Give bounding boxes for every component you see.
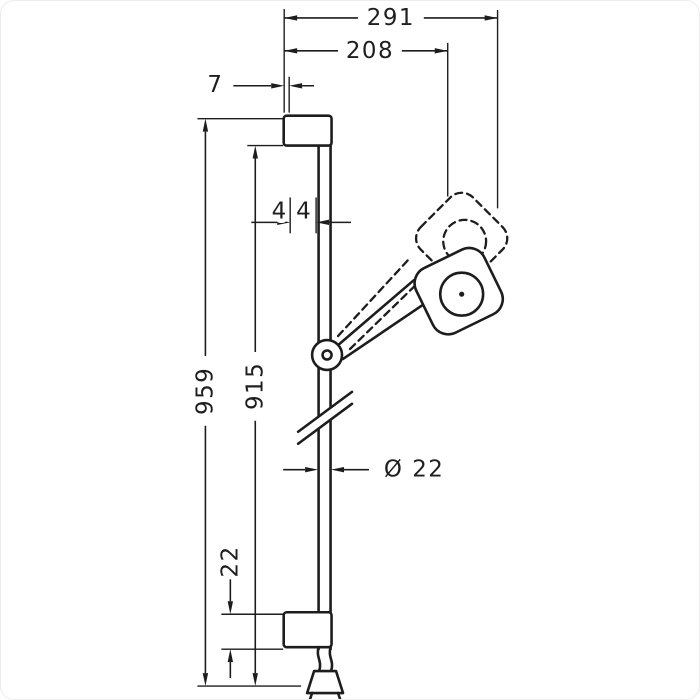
dim-22-label: 22 bbox=[217, 545, 243, 577]
wall-bracket-top bbox=[282, 114, 333, 147]
dimension-rail-diameter: Ø 22 bbox=[283, 452, 447, 487]
dimension-head-reach: 208 bbox=[284, 33, 448, 68]
dim-diameter-label: Ø 22 bbox=[384, 457, 444, 483]
dimension-top-offset: 7 bbox=[203, 67, 315, 102]
dimension-rail-length: 959 bbox=[188, 118, 223, 687]
shower-hose bbox=[316, 645, 334, 673]
dim-7-label: 7 bbox=[207, 72, 223, 98]
rail-break-marks bbox=[296, 390, 354, 446]
dimension-bottom-offset: 22 bbox=[213, 541, 248, 679]
dim-44-label: 44 bbox=[272, 198, 321, 224]
slider-holder bbox=[310, 338, 344, 372]
dim-915-label: 915 bbox=[242, 362, 268, 410]
extension-lines bbox=[197, 8, 499, 687]
hose-connector bbox=[305, 669, 345, 699]
dim-208-label: 208 bbox=[346, 38, 394, 64]
dimension-mounting-distance: 915 bbox=[238, 145, 273, 687]
dim-291-label: 291 bbox=[367, 5, 415, 31]
dim-959-label: 959 bbox=[192, 367, 218, 415]
shower-rail bbox=[317, 127, 332, 651]
wall-bracket-bottom bbox=[282, 610, 333, 649]
hand-shower bbox=[335, 246, 505, 361]
dimension-holder-offset: 44 bbox=[251, 194, 351, 229]
dimension-overall-reach: 291 bbox=[284, 1, 498, 35]
